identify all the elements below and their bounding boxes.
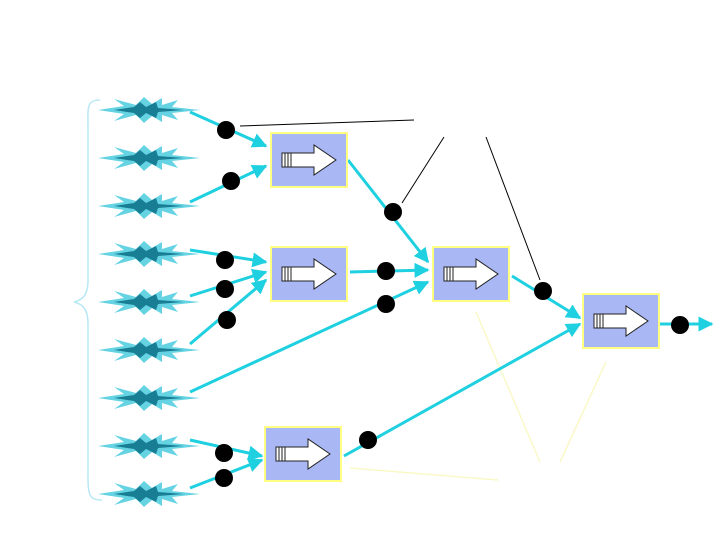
token bbox=[384, 203, 402, 221]
token bbox=[671, 316, 689, 334]
tokens bbox=[215, 121, 689, 487]
token bbox=[218, 311, 236, 329]
process-box-2 bbox=[270, 246, 348, 302]
token bbox=[216, 280, 234, 298]
token bbox=[215, 444, 233, 462]
token bbox=[377, 262, 395, 280]
process-box-4 bbox=[582, 293, 660, 349]
token bbox=[222, 172, 240, 190]
source-burst-icon bbox=[98, 337, 200, 363]
sources bbox=[98, 97, 200, 507]
source-burst-icon bbox=[98, 97, 200, 123]
source-group-brace bbox=[73, 99, 103, 501]
token bbox=[215, 469, 233, 487]
annotation-lines bbox=[239, 119, 541, 281]
source-burst-icon bbox=[98, 193, 200, 219]
faint-connectors bbox=[349, 311, 607, 481]
process-box-3 bbox=[432, 246, 510, 302]
source-burst-icon bbox=[98, 241, 200, 267]
source-burst-icon bbox=[98, 481, 200, 507]
processes bbox=[264, 132, 660, 482]
source-burst-icon bbox=[98, 385, 200, 411]
source-burst-icon bbox=[98, 433, 200, 459]
source-burst-icon bbox=[98, 289, 200, 315]
token bbox=[359, 431, 377, 449]
process-box-5 bbox=[264, 426, 342, 482]
token bbox=[216, 251, 234, 269]
process-box-1 bbox=[270, 132, 348, 188]
source-burst-icon bbox=[98, 145, 200, 171]
token bbox=[534, 282, 552, 300]
token bbox=[217, 121, 235, 139]
token bbox=[377, 295, 395, 313]
